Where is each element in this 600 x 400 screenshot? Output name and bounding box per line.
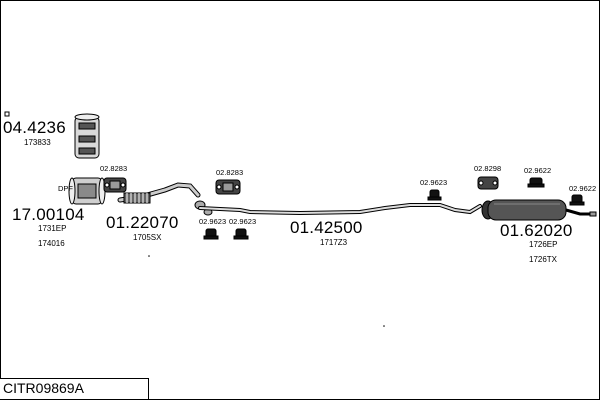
component-dpf-17-00104[interactable] (68, 177, 106, 205)
clamp-02-8298[interactable] (477, 176, 499, 190)
dot-mark (383, 325, 385, 327)
diagram-code-box: CITR09869A (0, 378, 149, 399)
label-17-00104: 17.00104 (12, 205, 85, 224)
label-04-4236: 04.4236 (3, 118, 66, 137)
diagram-code: CITR09869A (3, 380, 84, 396)
label-02-9622-right: 02.9622 (569, 184, 597, 193)
clamp-02-8283-left[interactable] (103, 177, 127, 193)
mount-02-9622-left[interactable] (527, 177, 545, 188)
label-02-9623-c: 02.9623 (420, 178, 448, 187)
label-02-8283-mid: 02.8283 (216, 168, 244, 177)
label-02-8283-left: 02.8283 (100, 164, 128, 173)
ref-174016: 174016 (38, 239, 65, 248)
mount-02-9623-b[interactable] (233, 228, 249, 240)
mount-02-9623-a[interactable] (203, 228, 219, 240)
ref-1705sx: 1705SX (133, 233, 162, 242)
ref-1726ep: 1726EP (529, 240, 558, 249)
clamp-02-8283-mid[interactable] (215, 179, 241, 195)
marker-square (4, 111, 10, 117)
label-01-42500: 01.42500 (290, 218, 363, 237)
label-01-62020: 01.62020 (500, 221, 573, 240)
pipe-01-22070[interactable] (117, 182, 201, 204)
mount-02-9622-right[interactable] (569, 194, 585, 206)
ref-173833: 173833 (24, 138, 51, 147)
dot-mark (148, 255, 150, 257)
ref-1717z3: 1717Z3 (320, 238, 348, 247)
component-04-4236[interactable] (74, 113, 100, 159)
silencer-01-62020[interactable] (481, 199, 597, 221)
label-02-9623-a: 02.9623 (199, 217, 227, 226)
label-02-9622-left: 02.9622 (524, 166, 552, 175)
label-dpf: DPF (58, 184, 73, 193)
ref-1731ep: 1731EP (38, 224, 67, 233)
label-02-8298: 02.8298 (474, 164, 502, 173)
mount-02-9623-c[interactable] (427, 189, 442, 201)
ref-1726tx: 1726TX (529, 255, 558, 264)
pipe-01-42500[interactable] (198, 203, 482, 216)
label-01-22070: 01.22070 (106, 213, 179, 232)
label-02-9623-b: 02.9623 (229, 217, 257, 226)
